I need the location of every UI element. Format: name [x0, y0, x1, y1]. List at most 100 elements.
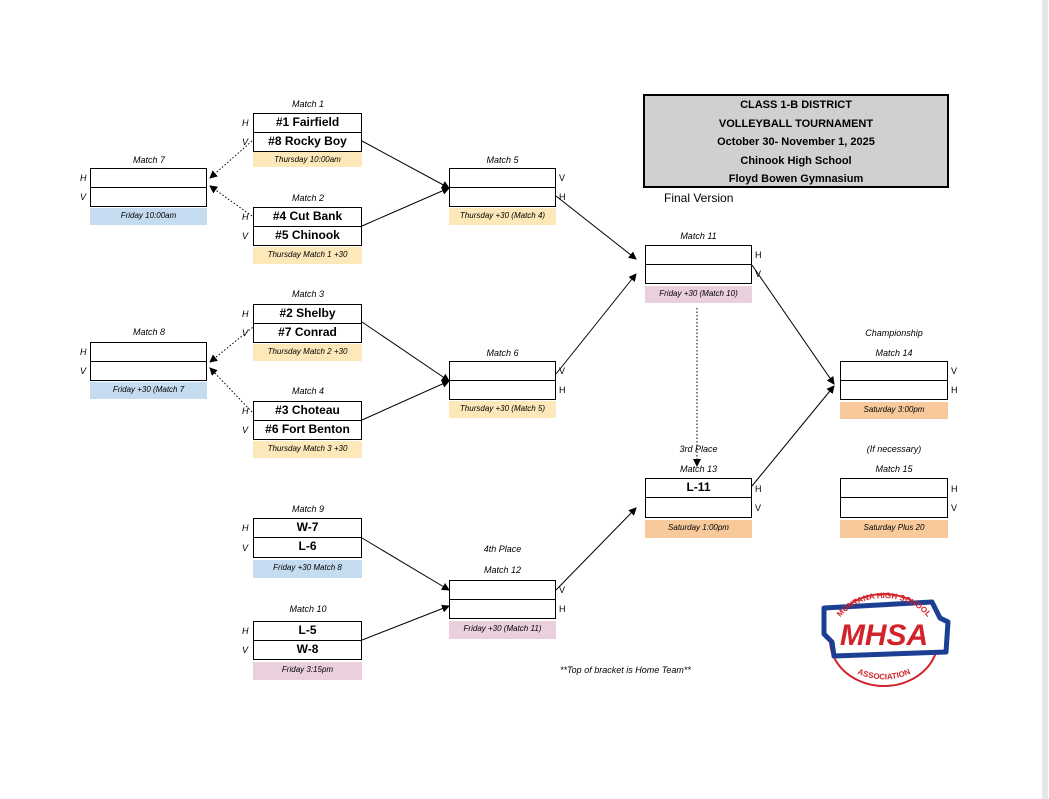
visitor-marker: V: [559, 585, 566, 595]
match-11-label: Match 11: [680, 231, 717, 241]
home-marker: H: [242, 406, 249, 416]
logo-wordmark: MHSA: [840, 619, 928, 652]
home-marker: H: [242, 626, 249, 636]
match-1-team-bottom: #8 Rocky Boy: [253, 133, 362, 152]
match-8-team-bottom: [90, 362, 207, 381]
line-m13-m14: [751, 385, 835, 487]
match-12-heading: 4th Place: [483, 544, 522, 554]
home-marker: H: [951, 484, 958, 494]
title-line-3: October 30- November 1, 2025: [717, 136, 875, 148]
match-13-schedule: Saturday 1:00pm: [645, 520, 752, 538]
line-m3-m8: [209, 322, 259, 363]
home-marker: H: [755, 250, 762, 260]
match-9-team-top: W-7: [253, 518, 362, 538]
match-7-schedule: Friday 10:00am: [90, 208, 207, 225]
home-marker: H: [242, 118, 249, 128]
match-15-heading: (If necessary): [866, 444, 922, 454]
match-14-team-bottom: [840, 381, 948, 400]
match-13-team-bottom: [645, 498, 752, 518]
home-team-footnote: **Top of bracket is Home Team**: [560, 665, 691, 675]
title-line-1: CLASS 1-B DISTRICT: [740, 99, 852, 111]
visitor-marker: V: [242, 543, 249, 553]
home-marker: H: [242, 212, 249, 222]
home-marker: H: [80, 347, 87, 357]
match-10-schedule: Friday 3:15pm: [253, 662, 362, 680]
match-2-schedule: Thursday Match 1 +30: [253, 247, 362, 264]
match-1-schedule: Thursday 10:00am: [253, 152, 362, 167]
match-9-schedule: Friday +30 Match 8: [253, 560, 362, 578]
line-m6-m11: [555, 273, 637, 375]
visitor-marker: V: [242, 328, 249, 338]
match-4-team-top: #3 Choteau: [253, 401, 362, 421]
match-11-team-bottom: [645, 265, 752, 284]
match-10-label: Match 10: [289, 604, 327, 614]
match-6-schedule: Thursday +30 (Match 5): [449, 401, 556, 418]
line-m2-m7: [209, 185, 253, 217]
match-7-team-top: [90, 168, 207, 188]
line-m5-m11: [555, 195, 637, 260]
match-5-schedule: Thursday +30 (Match 4): [449, 208, 556, 225]
match-10-team-bottom: W-8: [253, 641, 362, 660]
line-m2-m5: [361, 187, 450, 227]
match-14-schedule: Saturday 3:00pm: [840, 402, 948, 419]
match-2-label: Match 2: [291, 193, 324, 203]
line-m12-m13: [555, 507, 637, 591]
match-14-label: Match 14: [875, 348, 913, 358]
tournament-title-box: CLASS 1-B DISTRICT VOLLEYBALL TOURNAMENT…: [643, 94, 949, 188]
match-5-label: Match 5: [486, 155, 519, 165]
match-4-schedule: Thursday Match 3 +30: [253, 441, 362, 458]
match-12-team-top: [449, 580, 556, 600]
line-m10-m12: [361, 604, 450, 641]
match-10-team-top: L-5: [253, 621, 362, 641]
logo-arc-bottom-text: ASSOCIATION: [856, 667, 911, 681]
match-6-label: Match 6: [486, 348, 519, 358]
match-7-team-bottom: [90, 188, 207, 207]
visitor-marker: V: [80, 366, 87, 376]
match-11-team-top: [645, 245, 752, 265]
match-14-team-top: [840, 361, 948, 381]
match-11-schedule: Friday +30 (Match 10): [645, 286, 752, 303]
visitor-marker: V: [80, 192, 87, 202]
match-1-label: Match 1: [291, 99, 324, 109]
visitor-marker: V: [242, 645, 249, 655]
title-line-2: VOLLEYBALL TOURNAMENT: [718, 117, 874, 130]
visitor-marker: V: [559, 173, 566, 183]
home-marker: H: [242, 309, 249, 319]
final-version-label: Final Version: [664, 191, 734, 205]
visitor-marker: V: [755, 503, 762, 513]
visitor-marker: V: [951, 503, 958, 513]
visitor-marker: V: [559, 366, 566, 376]
home-marker: H: [755, 484, 762, 494]
visitor-marker: V: [755, 269, 762, 279]
page-edge: [1042, 0, 1048, 799]
match-13-team-top: L-11: [645, 478, 752, 498]
line-m1-m5: [361, 140, 450, 189]
home-marker: H: [951, 385, 958, 395]
match-12-team-bottom: [449, 600, 556, 619]
match-15-team-top: [840, 478, 948, 498]
match-12-schedule: Friday +30 (Match 11): [449, 621, 556, 639]
match-2-team-bottom: #5 Chinook: [253, 227, 362, 246]
match-3-label: Match 3: [291, 289, 324, 299]
match-15-team-bottom: [840, 498, 948, 518]
match-3-team-bottom: #7 Conrad: [253, 324, 362, 343]
match-15-label: Match 15: [875, 464, 913, 474]
match-7-label: Match 7: [132, 155, 165, 165]
match-3-team-top: #2 Shelby: [253, 304, 362, 324]
match-13-heading: 3rd Place: [679, 444, 718, 454]
match-9-team-bottom: L-6: [253, 538, 362, 558]
visitor-marker: V: [242, 425, 249, 435]
line-m9-m12: [361, 537, 450, 591]
title-line-5: Floyd Bowen Gymnasium: [728, 173, 864, 185]
home-marker: H: [242, 523, 249, 533]
home-marker: H: [559, 385, 566, 395]
match-1-team-top: #1 Fairfield: [253, 113, 362, 133]
visitor-marker: V: [242, 137, 249, 147]
match-3-schedule: Thursday Match 2 +30: [253, 344, 362, 361]
match-6-team-top: [449, 361, 556, 381]
title-line-4: Chinook High School: [740, 154, 852, 167]
match-4-label: Match 4: [291, 386, 324, 396]
visitor-marker: V: [951, 366, 958, 376]
match-5-team-bottom: [449, 188, 556, 207]
